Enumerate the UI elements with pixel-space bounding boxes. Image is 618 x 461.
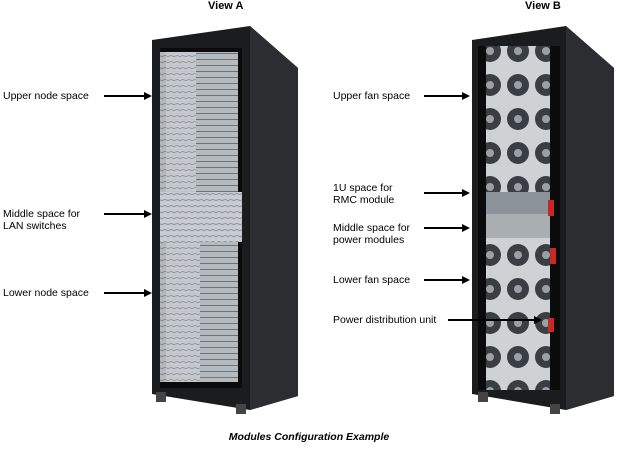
label-lower-node-space: Lower node space xyxy=(3,287,89,299)
arrow-upper-node xyxy=(104,92,152,100)
label-middle-power-modules: Middle space for power modules xyxy=(333,222,411,246)
arrow-pdu xyxy=(448,316,542,324)
view-a-title: View A xyxy=(208,0,244,12)
arrow-rmc xyxy=(424,189,470,197)
rack-view-a xyxy=(152,26,298,414)
label-upper-node-space: Upper node space xyxy=(3,90,89,102)
figure-caption: Modules Configuration Example xyxy=(228,431,390,443)
label-power-distribution-unit: Power distribution unit xyxy=(333,314,437,326)
arrows xyxy=(104,92,542,324)
arrow-lower-fan xyxy=(424,276,470,284)
arrow-middle-power xyxy=(424,224,470,232)
rack-view-b xyxy=(472,26,614,414)
arrow-middle-lan xyxy=(104,210,152,218)
label-upper-fan-space: Upper fan space xyxy=(333,90,411,102)
label-rmc-module: 1U space for RMC module xyxy=(333,182,395,206)
label-lower-fan-space: Lower fan space xyxy=(333,274,411,286)
view-b-title: View B xyxy=(525,0,561,12)
arrow-lower-node xyxy=(104,289,152,297)
label-middle-lan-switches: Middle space for LAN switches xyxy=(3,208,81,232)
arrow-upper-fan xyxy=(424,92,470,100)
